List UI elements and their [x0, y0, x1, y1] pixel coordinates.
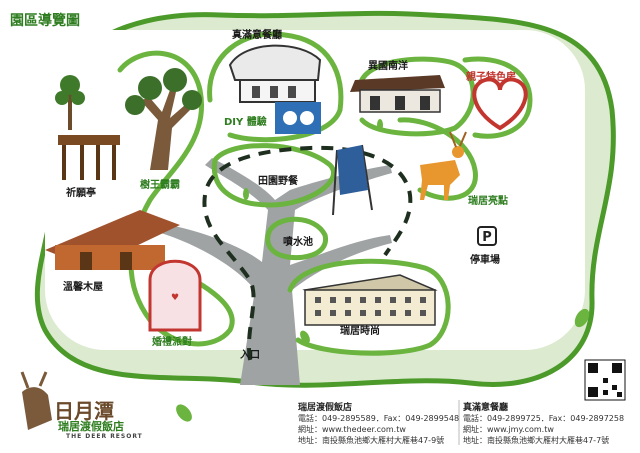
label-deer-spot[interactable]: 瑞居亮點	[468, 196, 508, 207]
label-diy[interactable]: DIY 體驗	[224, 117, 267, 128]
contact-hotel-name: 瑞居渡假飯店	[298, 403, 353, 413]
label-nanyang[interactable]: 異國南洋	[368, 61, 408, 72]
label-restaurant[interactable]: 真滿意餐廳	[232, 30, 282, 41]
path-loop-fountain	[265, 216, 328, 261]
path-loop-center	[211, 143, 336, 208]
parking-sign-icon: P	[477, 226, 497, 246]
label-king-tree[interactable]: 樹王霸霸	[140, 180, 180, 191]
wedding-arch-icon: ♥	[148, 259, 202, 332]
label-parking[interactable]: 停車場	[470, 255, 500, 266]
hotel-building-icon	[302, 274, 438, 326]
label-fountain[interactable]: 噴水池	[283, 237, 313, 248]
parking-sign-letter: P	[482, 230, 492, 245]
nanyang-building-icon	[350, 75, 445, 113]
path-loop-family	[462, 56, 533, 139]
label-pavilion[interactable]: 祈願亭	[66, 188, 96, 199]
walking-route	[202, 145, 413, 361]
restaurant-building-icon	[228, 44, 322, 103]
leaf-decorations	[176, 119, 590, 422]
label-field-picnic[interactable]: 田園野餐	[258, 176, 298, 187]
label-family-room[interactable]: 親子特色房	[466, 72, 516, 83]
svg-text:♥: ♥	[171, 293, 179, 303]
brand-logo-en: THE DEER RESORT	[66, 433, 143, 440]
contact-restaurant-name: 真滿意餐廳	[463, 403, 509, 413]
family-heart-icon	[472, 77, 528, 131]
path-loop-restaurant	[207, 31, 344, 143]
king-tree-icon	[125, 68, 202, 170]
pine-tree-icon	[55, 75, 85, 130]
label-wood-house[interactable]: 溫馨木屋	[63, 282, 103, 293]
brand-logo-sub: 瑞居渡假飯店	[58, 420, 124, 433]
tree-trunk-road	[150, 158, 392, 385]
contact-restaurant-address: 地址：南投縣魚池鄉大雁村大雁巷47-7號	[463, 436, 610, 445]
brand-deer-logo-icon	[20, 371, 52, 430]
map-title: 園區導覽圖	[10, 13, 80, 29]
contact-hotel-address: 地址：南投縣魚池鄉大雁村大雁巷47-9號	[298, 436, 445, 445]
pavilion-icon	[58, 135, 120, 180]
brand-logo-main: 日月潭	[54, 399, 114, 423]
qr-code-icon[interactable]	[584, 359, 626, 401]
contact-restaurant-phone: 電話：049-2899725．Fax：049-2897258	[463, 414, 625, 423]
label-wedding[interactable]: 婚禮派對	[152, 337, 192, 348]
contact-hotel-web[interactable]: 網址：www.thedeer.com.tw	[298, 425, 406, 434]
deer-icon	[420, 131, 467, 200]
label-entrance[interactable]: 入口	[240, 350, 260, 361]
diy-tile-icon	[275, 102, 321, 134]
wood-house-icon	[45, 210, 180, 270]
contact-hotel-phone: 電話：049-2895589．Fax：049-2899548	[298, 414, 460, 423]
contact-restaurant-web[interactable]: 網址：www.jmy.com.tw	[463, 425, 554, 434]
label-hotel[interactable]: 瑞居時尚	[340, 326, 380, 337]
path-loop-hotel	[287, 258, 451, 356]
picnic-banner-icon	[332, 144, 373, 216]
